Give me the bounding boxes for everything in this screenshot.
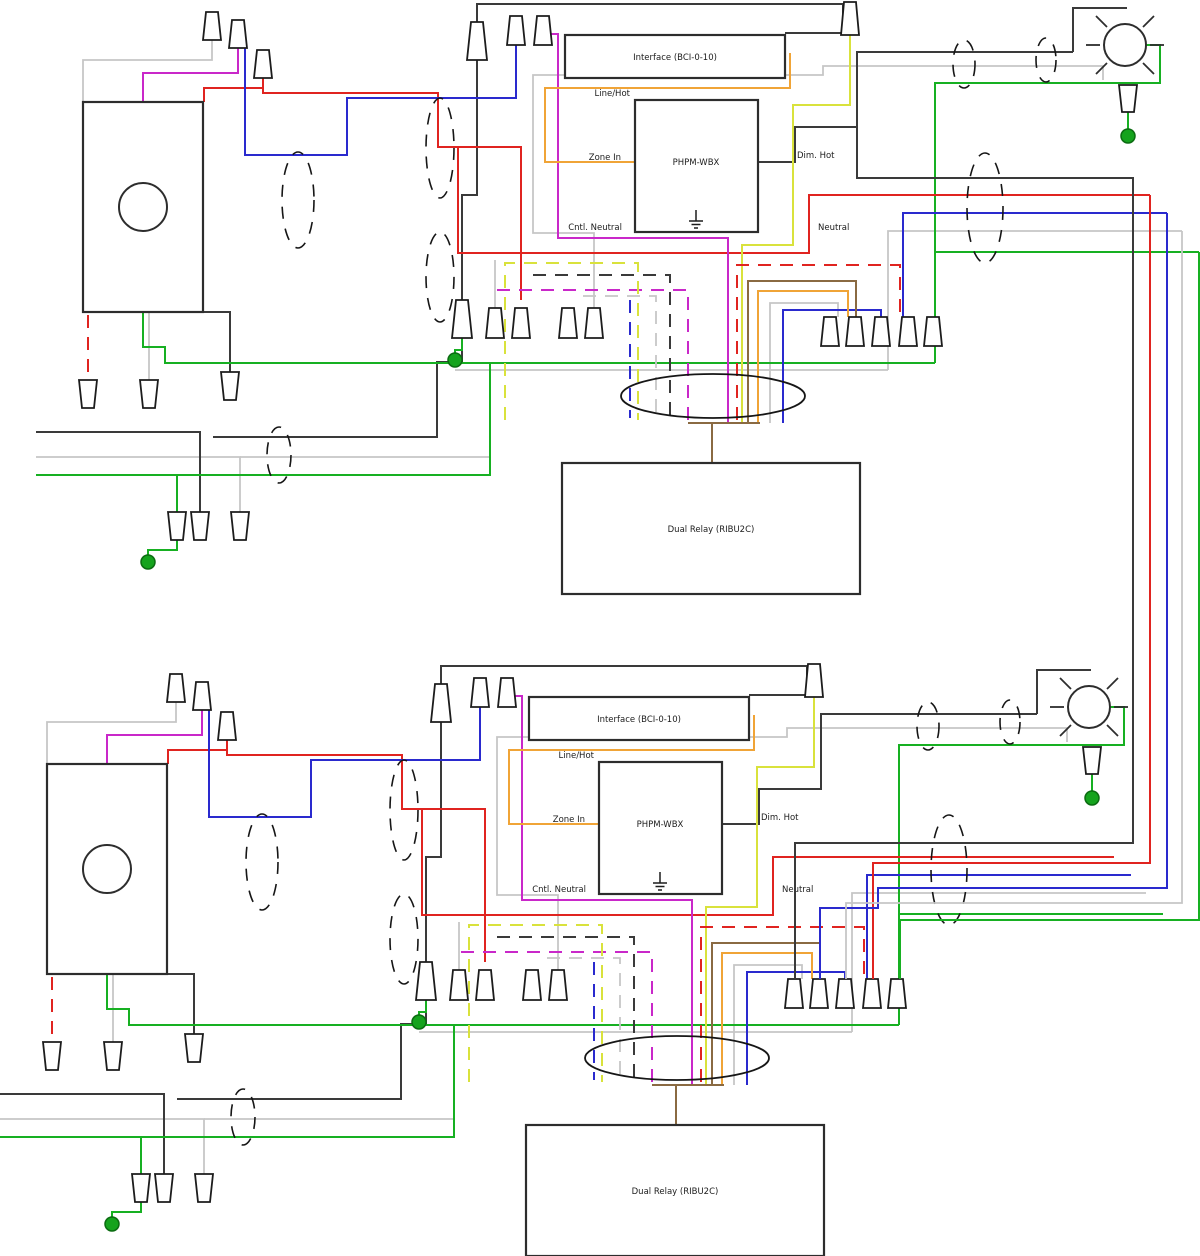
dual-relay-label: Dual Relay (RIBU2C) [668,525,755,535]
switch-box [81,100,205,314]
wire-nut-icon [189,511,211,541]
wire-nut-icon [511,307,531,339]
wire-nut-icon [506,15,526,46]
wire-nut-icon [229,511,251,541]
feeder-wires [794,127,1200,979]
wire-nut-icon [923,316,943,347]
circuit-bottom [0,662,1165,1256]
wire-bundle-icon [620,373,806,419]
ground-dot-icon [140,554,156,570]
interface-label: Interface (BCI-0-10) [633,53,717,63]
wire-nut-icon [820,316,840,347]
dual-relay-box: Dual Relay (RIBU2C) [560,461,862,596]
wire-nut-icon [485,307,505,339]
terminal-dim-hot: Dim. Hot [797,151,835,161]
wire-nut-icon [871,316,891,347]
terminal-zone-in: Zone In [589,153,621,163]
dashed-traveler-wires [87,262,901,425]
cable-marker-icon [966,152,1004,264]
wire-nut-icon [166,511,188,541]
ground-connections [140,128,1136,570]
cable-markers [266,37,1057,484]
phpm-controller-box: PHPM-WBX Line/Hot Zone In Cntl. Neutral … [568,89,849,234]
terminal-cntl-neutral: Cntl. Neutral [568,223,622,233]
wire-nut-icon [219,371,241,401]
ground-dot-icon [447,352,463,368]
wire-nut-icon [252,49,274,79]
wire-nut-icon [227,19,249,49]
colored-wires [142,33,1167,463]
lamp-icon [1103,23,1147,67]
light-fixture [1086,15,1164,75]
wire-nut-icon [584,307,604,339]
wire-nut-icon [840,1,860,36]
wire-nut-icon [138,379,160,409]
wire-nut-icon [533,15,553,46]
wire-nuts-up [201,1,943,347]
circuit-top: Interface (BCI-0-10) PHPM-WBX Line/Hot Z… [36,1,1199,596]
cable-marker-icon [952,39,976,89]
wire-nut-icon [451,299,473,339]
cable-marker-icon [266,426,292,484]
wire-nut-icon [898,316,918,347]
ground-symbol-icon [689,210,703,229]
ground-dot-icon [1120,128,1136,144]
lamp-rays-icon [1086,15,1164,75]
switch-knockout-icon [118,182,168,232]
cable-marker-icon [425,231,455,323]
wire-nut-icon [1117,84,1139,113]
interface-box: Interface (BCI-0-10) [563,33,787,80]
cable-marker-icon [1035,37,1057,83]
wire-nut-icon [466,21,488,61]
cable-marker-icon [425,97,455,199]
wire-nut-icon [845,316,865,347]
wire-nuts-down [77,84,1139,541]
terminal-line-hot: Line/Hot [594,89,630,99]
wire-nut-icon [201,11,223,41]
cable-marker-icon [281,151,315,249]
wire-nut-icon [558,307,578,339]
hot-wires [36,3,1127,512]
wire-nut-icon [77,379,99,409]
terminal-neutral: Neutral [818,223,849,233]
phpm-label: PHPM-WBX [673,158,720,168]
